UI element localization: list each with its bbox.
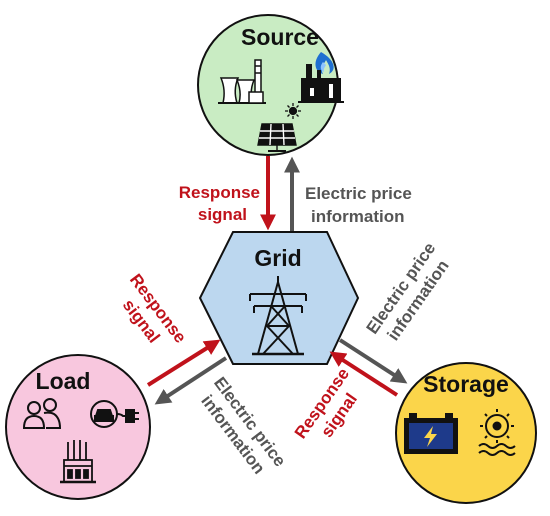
price-label-line2: information: [311, 207, 405, 226]
storage-response-label: Response signal: [291, 365, 361, 442]
response-label-line2: signal: [198, 205, 247, 224]
storage-circle: [395, 362, 537, 504]
grid-hexagon: [198, 231, 360, 365]
source-title: Source: [241, 24, 319, 50]
refinery-flame-icon: [298, 52, 344, 103]
arrow-grid-to-load-price: [154, 356, 228, 405]
load-title: Load: [36, 368, 91, 394]
building-icon: [60, 440, 96, 484]
arrow-storage-to-grid-response: [329, 351, 399, 397]
solar-panel-icon: [257, 123, 297, 152]
load-price-label: Electric price information: [197, 374, 289, 478]
power-plant-icon: [218, 59, 266, 104]
load-response-label: Response signal: [119, 270, 190, 346]
source-node: Source: [197, 14, 344, 156]
hydro-turbine-icon: [478, 409, 516, 456]
load-node: Load: [5, 354, 151, 500]
storage-node: Storage: [395, 362, 537, 504]
source-response-label: Response signal: [179, 183, 260, 224]
source-price-label: Electric price information: [305, 184, 412, 226]
sun-icon: [285, 103, 301, 119]
storage-title: Storage: [423, 371, 509, 397]
arrow-grid-to-storage-price: [338, 338, 408, 384]
grid-node: Grid: [198, 231, 360, 365]
electric-car-icon: [90, 400, 139, 428]
storage-price-label: Electric price information: [363, 239, 453, 344]
transmission-tower-icon: [249, 276, 307, 356]
grid-title: Grid: [254, 245, 301, 271]
load-circle: [5, 354, 151, 500]
price-label-line1: Electric price: [305, 184, 412, 203]
arrow-load-to-grid-response: [146, 339, 221, 387]
battery-icon: [404, 413, 458, 454]
people-icon: [22, 398, 62, 429]
response-label-line1: Response: [179, 183, 260, 202]
